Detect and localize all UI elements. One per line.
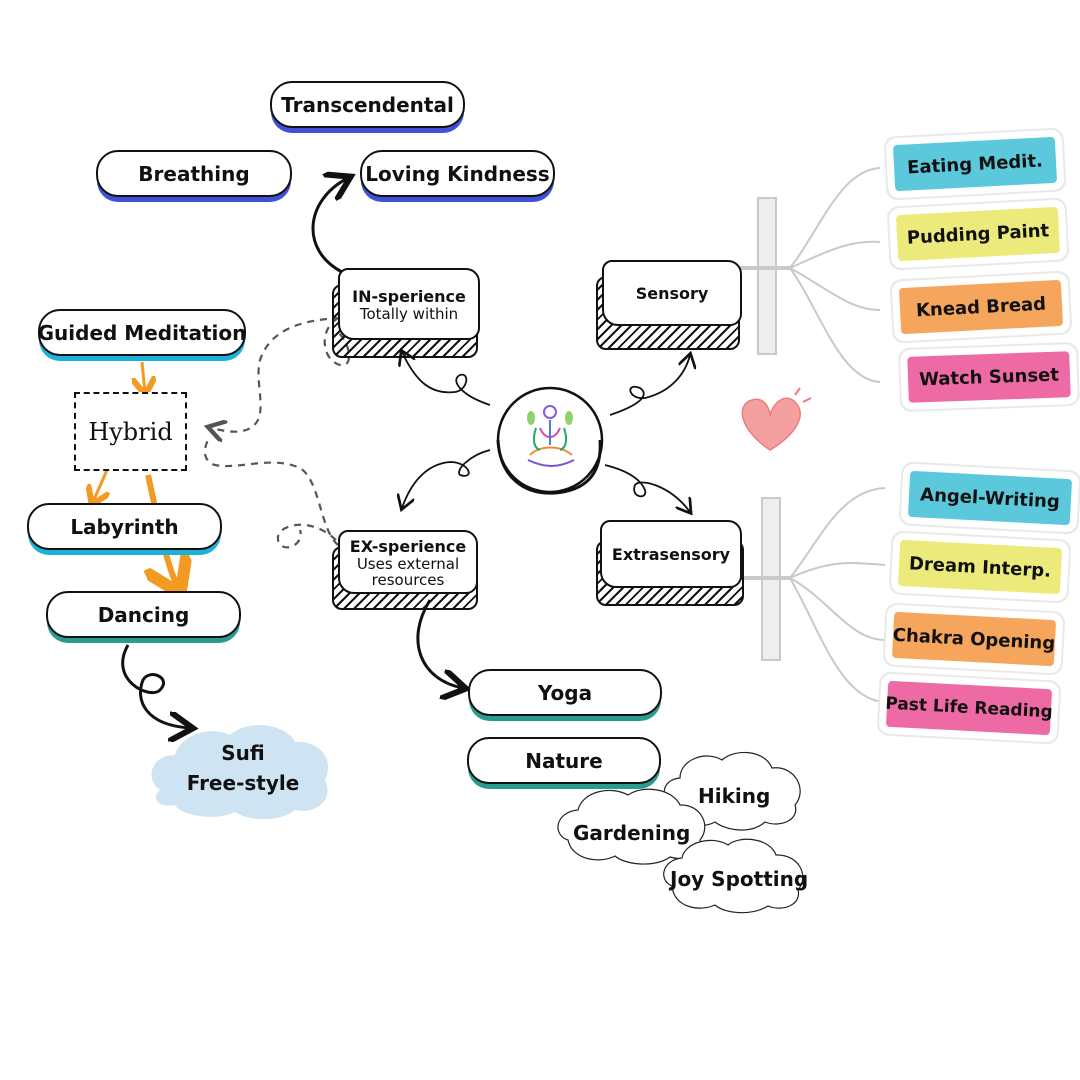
connector-ex-hybrid-dashed bbox=[203, 439, 339, 546]
pill-label: Loving Kindness bbox=[365, 161, 550, 186]
gardening-label: Gardening bbox=[573, 821, 691, 845]
pill-label: Nature bbox=[525, 748, 603, 773]
sufi-line1: Sufi bbox=[221, 741, 265, 765]
tag-pudding-paint[interactable]: Pudding Paint bbox=[895, 206, 1061, 262]
connector-ex-yoga bbox=[416, 599, 463, 688]
hybrid-box[interactable]: Hybrid bbox=[74, 392, 187, 471]
connector-ex-hybrid-loop bbox=[276, 523, 337, 549]
sufi-line2: Free-style bbox=[186, 771, 300, 795]
tag-label: Pudding Paint bbox=[906, 219, 1050, 249]
connector-dancing-sufi bbox=[121, 644, 190, 728]
node-extrasensory[interactable]: Extrasensory bbox=[600, 520, 742, 588]
connector-center-extrasensory bbox=[604, 464, 690, 512]
node-title: EX-sperience bbox=[349, 536, 467, 556]
connector-in-hybrid-dashed bbox=[212, 316, 341, 432]
connector-center-in bbox=[402, 352, 491, 406]
pill-label: Dancing bbox=[97, 602, 190, 627]
pill-label: Transcendental bbox=[281, 92, 454, 117]
tag-label: Chakra Opening bbox=[892, 624, 1056, 654]
meditation-figure-icon bbox=[527, 405, 575, 467]
node-in-sperience[interactable]: IN-sperience Totally within bbox=[338, 268, 480, 340]
center-node bbox=[496, 386, 604, 495]
pill-label: Breathing bbox=[138, 161, 250, 186]
arrow-hybrid-labyrinth bbox=[93, 469, 107, 502]
tag-label: Past Life Reading bbox=[884, 693, 1054, 723]
hybrid-label: Hybrid bbox=[88, 417, 173, 446]
tag-watch-sunset[interactable]: Watch Sunset bbox=[907, 351, 1071, 403]
pill-label: Yoga bbox=[537, 680, 593, 705]
pill-guided-meditation[interactable]: Guided Meditation bbox=[38, 309, 246, 356]
heart-doodle bbox=[741, 387, 812, 451]
tag-label: Watch Sunset bbox=[918, 364, 1060, 390]
pill-yoga[interactable]: Yoga bbox=[468, 669, 662, 716]
joy-spotting-cloud bbox=[663, 838, 804, 914]
connector-in-loving bbox=[311, 178, 348, 274]
tag-label: Knead Bread bbox=[915, 293, 1047, 321]
tag-label: Eating Medit. bbox=[906, 149, 1044, 179]
connector-center-ex bbox=[402, 449, 491, 508]
arrow-guided-hybrid bbox=[142, 361, 145, 392]
node-subtitle-1: Uses external bbox=[356, 554, 460, 573]
tag-label: Dream Interp. bbox=[908, 552, 1052, 582]
tag-knead-bread[interactable]: Knead Bread bbox=[898, 279, 1064, 335]
node-title: Sensory bbox=[635, 283, 709, 303]
node-ex-sperience[interactable]: EX-sperience Uses external resources bbox=[338, 530, 478, 594]
node-title: IN-sperience bbox=[352, 286, 466, 306]
hiking-cloud bbox=[663, 751, 801, 831]
pill-label: Labyrinth bbox=[70, 514, 179, 539]
hiking-label: Hiking bbox=[698, 784, 771, 808]
pill-loving-kindness[interactable]: Loving Kindness bbox=[360, 150, 555, 197]
node-subtitle: Totally within bbox=[359, 304, 459, 323]
tag-eating-meditation[interactable]: Eating Medit. bbox=[892, 136, 1058, 192]
pill-label: Guided Meditation bbox=[37, 320, 247, 345]
tag-angel-writing[interactable]: Angel-Writing bbox=[907, 470, 1073, 526]
extrasensory-bracket bbox=[740, 487, 886, 703]
pill-dancing[interactable]: Dancing bbox=[46, 591, 241, 638]
sufi-cloud bbox=[151, 725, 329, 820]
node-subtitle-2: resources bbox=[371, 570, 445, 589]
connector-in-hybrid-loop bbox=[323, 317, 351, 367]
connector-center-sensory bbox=[609, 355, 690, 416]
gardening-cloud bbox=[557, 788, 706, 865]
tag-label: Angel-Writing bbox=[919, 483, 1061, 513]
pill-transcendental[interactable]: Transcendental bbox=[270, 81, 465, 128]
joy-spotting-label: Joy Spotting bbox=[670, 867, 809, 891]
pill-nature[interactable]: Nature bbox=[467, 737, 661, 784]
pill-labyrinth[interactable]: Labyrinth bbox=[27, 503, 222, 550]
tag-past-life-reading[interactable]: Past Life Reading bbox=[884, 680, 1054, 736]
sensory-bracket bbox=[740, 167, 881, 383]
tag-dream-interp[interactable]: Dream Interp. bbox=[897, 539, 1063, 595]
tag-chakra-opening[interactable]: Chakra Opening bbox=[891, 611, 1057, 667]
sufi-label: Sufi Free-style bbox=[178, 738, 308, 798]
pill-breathing[interactable]: Breathing bbox=[96, 150, 292, 197]
node-sensory[interactable]: Sensory bbox=[602, 260, 742, 326]
node-title: Extrasensory bbox=[611, 544, 731, 564]
